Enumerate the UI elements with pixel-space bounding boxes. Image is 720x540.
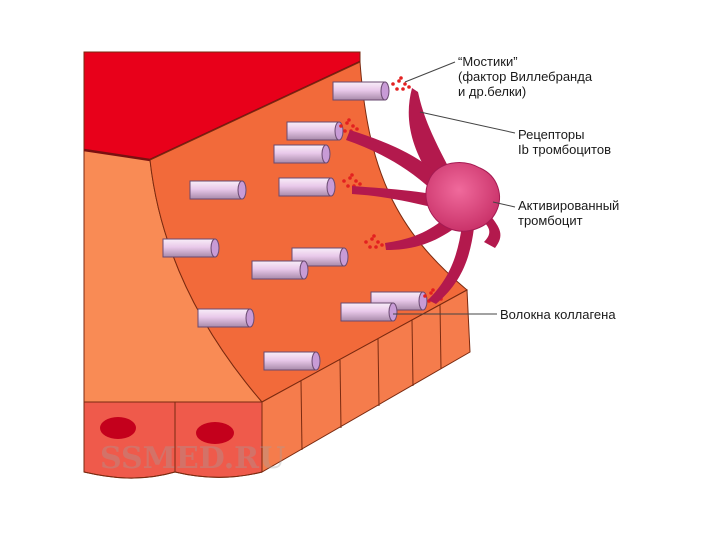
vwf-dot [348, 176, 352, 180]
label-receptors-line-1: Рецепторы [518, 127, 585, 142]
vwf-dot [407, 85, 411, 89]
label-bridges-line-2: (фактор Виллебранда [458, 69, 593, 84]
platelet-pseudopod-mid [352, 186, 438, 208]
label-bridges-line-3: и др.белки) [458, 84, 527, 99]
cell-face-bottom [83, 471, 263, 479]
label-platelet: Активированный тромбоцит [518, 198, 619, 228]
label-collagen: Волокна коллагена [500, 307, 616, 322]
vwf-dot [397, 79, 401, 83]
vwf-dot [423, 294, 427, 298]
leader-receptors [419, 111, 516, 134]
vwf-dot [368, 245, 372, 249]
vwf-dot [358, 182, 362, 186]
vwf-dot [403, 82, 407, 86]
nucleus-1 [100, 417, 136, 439]
label-receptors: Рецепторы Ib тромбоцитов [518, 127, 611, 157]
collagen-fiber [251, 260, 309, 280]
collagen-fiber [162, 238, 220, 258]
vwf-dot [431, 288, 435, 292]
leader-lines [393, 61, 516, 315]
platelet-pseudopod-receptor [346, 130, 440, 190]
vwf-dot [350, 173, 354, 177]
vwf-dot [345, 121, 349, 125]
vwf-dot [351, 124, 355, 128]
platelet-pseudopod-lower [385, 218, 452, 250]
nucleus-2 [196, 422, 234, 444]
vwf-dot [370, 237, 374, 241]
label-bridges: “Мостики” (фактор Виллебранда и др.белки… [458, 54, 592, 99]
platelet-body [425, 162, 500, 232]
vwf-dot [374, 245, 378, 249]
vwf-dot [354, 179, 358, 183]
collagen-fiber [340, 302, 398, 322]
label-platelet-line-2: тромбоцит [518, 213, 583, 228]
collagen-fiber [273, 144, 331, 164]
activated-platelet [346, 88, 501, 304]
leader-platelet [492, 201, 516, 208]
vwf-dot [401, 87, 405, 91]
vwf-dot [399, 76, 403, 80]
endothelial-cells [83, 401, 263, 479]
watermark-text: SSMED.RU [100, 441, 285, 476]
collagen-fiber [332, 81, 390, 101]
label-collagen-line-1: Волокна коллагена [500, 307, 616, 322]
vwf-dot [372, 234, 376, 238]
collagen-fiber [278, 177, 336, 197]
collagen-fiber [263, 351, 321, 371]
vwf-dot [364, 240, 368, 244]
vwf-dot [343, 129, 347, 133]
label-bridges-line-1: “Мостики” [458, 54, 518, 69]
label-platelet-line-1: Активированный [518, 198, 620, 213]
label-receptors-line-2: Ib тромбоцитов [518, 142, 611, 157]
collagen-fiber [197, 308, 255, 328]
vwf-dot [395, 87, 399, 91]
collagen-fiber [286, 121, 344, 141]
collagen-fiber [189, 180, 247, 200]
vwf-dot [346, 184, 350, 188]
platelet-pseudopod-bottom [428, 225, 474, 304]
vwf-dot [391, 82, 395, 86]
vwf-bridge-dots [339, 76, 443, 303]
leader-bridges [404, 61, 456, 83]
platelet-pseudopod-top [408, 88, 455, 188]
vwf-dot [355, 127, 359, 131]
collagen-fibers [162, 81, 428, 371]
vwf-dot [380, 243, 384, 247]
vwf-dot [339, 124, 343, 128]
vwf-dot [376, 240, 380, 244]
vwf-dot [342, 179, 346, 183]
vwf-dot [347, 118, 351, 122]
vwf-dot [429, 291, 433, 295]
wall-cell-dividers [300, 304, 442, 451]
